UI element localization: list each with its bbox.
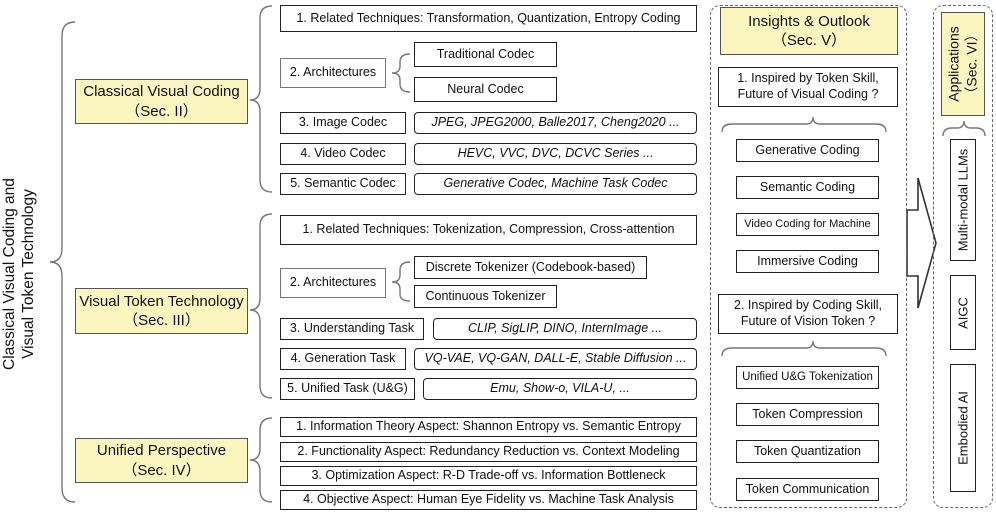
classical-neural-codec: Neural Codec — [414, 77, 557, 102]
classical-semantic-codec-examples: Generative Codec, Machine Task Codec — [414, 173, 697, 195]
classical-traditional-codec: Traditional Codec — [414, 42, 557, 67]
applications-sec: （Sec. VI） — [963, 27, 979, 101]
token-generation-examples: VQ-VAE, VQ-GAN, DALL-E, Stable Diffusion… — [414, 348, 697, 370]
app-embodied-ai: Embodied AI — [950, 364, 976, 492]
token-generation-task: 4. Generation Task — [280, 348, 406, 370]
token-continuous-tokenizer: Continuous Tokenizer — [414, 285, 557, 308]
insights-video-coding-machine: Video Coding for Machine — [736, 213, 879, 236]
app-aigc: AIGC — [950, 275, 976, 350]
insights-question-2-line1: 2. Inspired by Coding Skill, — [734, 298, 882, 313]
insights-title-box: Insights & Outlook （Sec. V） — [720, 7, 898, 55]
app-embodied-ai-label: Embodied AI — [955, 391, 971, 465]
unified-aspect-4: 4. Objective Aspect: Human Eye Fidelity … — [280, 490, 697, 510]
insights-unified-tokenization: Unified U&G Tokenization — [736, 366, 879, 389]
insights-semantic-coding: Semantic Coding — [736, 176, 879, 199]
insights-generative-coding: Generative Coding — [736, 139, 879, 162]
section-classical-sec: （Sec. II） — [125, 102, 198, 120]
classical-semantic-codec: 5. Semantic Codec — [280, 173, 406, 195]
classical-video-codec: 4. Video Codec — [280, 143, 406, 165]
insights-question-1: 1. Inspired by Token Skill, Future of Vi… — [718, 67, 898, 107]
flow-arrow — [906, 177, 937, 309]
unified-aspect-2: 2. Functionality Aspect: Redundancy Redu… — [280, 442, 697, 462]
app-aigc-label: AIGC — [955, 296, 971, 329]
token-unified-examples: Emu, Show-o, VILA-U, ... — [423, 378, 697, 400]
insights-immersive-coding: Immersive Coding — [736, 250, 879, 273]
section-token-title: Visual Token Technology — [79, 292, 244, 310]
app-multimodal-llms: Multi-modal LLMs — [950, 139, 976, 261]
section-classical-title: Classical Visual Coding — [83, 83, 240, 100]
token-architectures: 2. Architectures — [280, 268, 386, 298]
classical-video-codec-examples: HEVC, VVC, DVC, DCVC Series ... — [414, 143, 697, 165]
token-understanding-examples: CLIP, SigLIP, DINO, InternImage ... — [433, 318, 697, 340]
classical-image-codec: 3. Image Codec — [280, 112, 406, 134]
insights-panel — [710, 5, 907, 508]
classical-related-techniques: 1. Related Techniques: Transformation, Q… — [280, 5, 697, 32]
insights-question-1-line1: 1. Inspired by Token Skill, — [737, 71, 879, 86]
classical-image-codec-examples: JPEG, JPEG2000, Balle2017, Cheng2020 ... — [414, 112, 697, 134]
unified-aspect-3: 3. Optimization Aspect: R-D Trade-off vs… — [280, 466, 697, 486]
token-understanding-task: 3. Understanding Task — [280, 318, 424, 340]
insights-token-quantization: Token Quantization — [736, 440, 879, 463]
root-label: Classical Visual Coding and Visual Token… — [0, 99, 40, 449]
insights-sec: （Sec. V） — [771, 32, 847, 49]
unified-aspect-1: 1. Information Theory Aspect: Shannon En… — [280, 417, 697, 437]
insights-title: Insights & Outlook — [748, 12, 870, 30]
token-related-techniques: 1. Related Techniques: Tokenization, Com… — [280, 215, 697, 245]
insights-question-2-line2: Future of Vision Token ? — [740, 314, 876, 328]
section-classical: Classical Visual Coding （Sec. II） — [75, 79, 248, 124]
applications-title-box: Applications （Sec. VI） — [941, 12, 985, 116]
applications-panel — [933, 5, 993, 508]
token-discrete-tokenizer: Discrete Tokenizer (Codebook-based) — [414, 256, 647, 279]
section-token: Visual Token Technology （Sec. III） — [75, 288, 248, 334]
root-label-line2: Visual Token Technology — [20, 189, 38, 359]
root-label-line1: Classical Visual Coding and — [1, 178, 18, 370]
section-unified-sec: （Sec. IV） — [122, 461, 201, 479]
section-token-sec: （Sec. III） — [123, 312, 200, 329]
insights-question-1-line2: Future of Visual Coding ? — [737, 87, 879, 101]
classical-architectures: 2. Architectures — [280, 58, 386, 88]
section-unified: Unified Perspective （Sec. IV） — [75, 438, 248, 483]
insights-token-communication: Token Communication — [736, 478, 879, 501]
insights-token-compression: Token Compression — [736, 403, 879, 426]
app-multimodal-llms-label: Multi-modal LLMs — [955, 148, 971, 252]
applications-title: Applications — [945, 26, 962, 102]
token-unified-task: 5. Unified Task (U&G) — [280, 378, 415, 400]
section-unified-title: Unified Perspective — [96, 442, 227, 459]
insights-question-2: 2. Inspired by Coding Skill, Future of V… — [718, 294, 898, 334]
